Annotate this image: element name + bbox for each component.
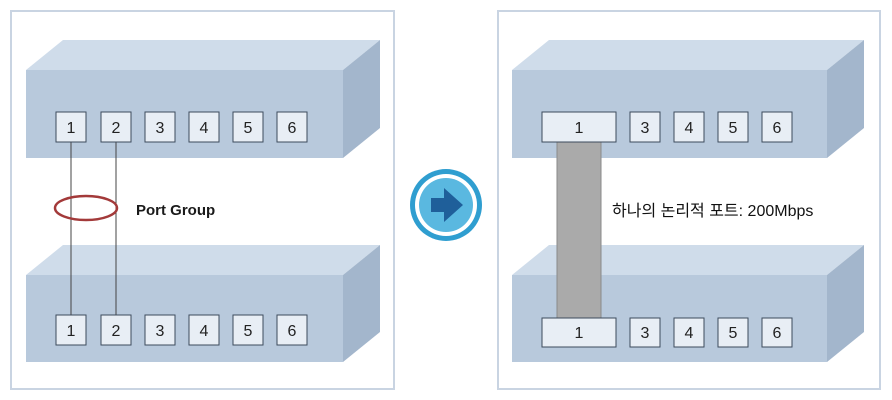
left-bottom-ports: 1 2 3 4 5 6 — [55, 314, 308, 346]
port-label: 1 — [575, 325, 584, 342]
port-label: 5 — [244, 120, 253, 137]
port-group-ellipse — [53, 194, 119, 222]
port: 5 — [232, 111, 264, 143]
port-label: 3 — [641, 120, 650, 137]
port-label: 6 — [773, 325, 782, 342]
port: 5 — [717, 111, 749, 143]
port: 6 — [761, 111, 793, 143]
port: 5 — [232, 314, 264, 346]
port: 6 — [276, 314, 308, 346]
port-label: 4 — [685, 325, 694, 342]
port: 6 — [276, 111, 308, 143]
port-label: 4 — [685, 120, 694, 137]
port: 2 — [100, 314, 132, 346]
port: 4 — [673, 111, 705, 143]
port-label: 4 — [200, 120, 209, 137]
switch-top-face — [26, 245, 380, 275]
port: 4 — [673, 317, 705, 348]
port-label: 4 — [200, 323, 209, 340]
wide-port: 1 — [541, 317, 617, 348]
port-label: 6 — [288, 120, 297, 137]
port-label: 2 — [112, 120, 121, 137]
switch-side-face — [343, 245, 380, 362]
right-arrow-icon — [410, 169, 482, 241]
port-label: 3 — [641, 325, 650, 342]
port: 5 — [717, 317, 749, 348]
port: 1 — [55, 111, 87, 143]
port: 3 — [144, 314, 176, 346]
port: 4 — [188, 111, 220, 143]
right-top-ports: 1 3 4 5 6 — [541, 111, 793, 143]
port-label: 3 — [156, 323, 165, 340]
aggregate-label: 하나의 논리적 포트: 200Mbps — [612, 202, 813, 220]
switch-side-face — [827, 245, 864, 362]
port-label: 5 — [729, 325, 738, 342]
switch-side-face — [343, 40, 380, 158]
switch-top-face — [512, 40, 864, 70]
port-label: 5 — [729, 120, 738, 137]
port-label: 3 — [156, 120, 165, 137]
left-panel: Port Group 1 2 3 4 5 — [10, 10, 395, 390]
port: 3 — [629, 111, 661, 143]
right-bottom-ports: 1 3 4 5 6 — [541, 317, 793, 348]
port: 2 — [100, 111, 132, 143]
port-label: 6 — [773, 120, 782, 137]
left-top-ports: 1 2 3 4 5 6 — [55, 111, 308, 143]
port-group-label: Port Group — [136, 202, 215, 219]
port: 3 — [144, 111, 176, 143]
port-label: 1 — [67, 323, 76, 340]
wide-port: 1 — [541, 111, 617, 143]
port-label: 2 — [112, 323, 121, 340]
aggregated-trunk-link — [556, 141, 602, 319]
port-label: 1 — [575, 120, 584, 137]
port: 4 — [188, 314, 220, 346]
port: 3 — [629, 317, 661, 348]
port: 6 — [761, 317, 793, 348]
port-label: 6 — [288, 323, 297, 340]
port: 1 — [55, 314, 87, 346]
switch-side-face — [827, 40, 864, 158]
switch-top-face — [26, 40, 380, 70]
right-panel: 하나의 논리적 포트: 200Mbps 1 3 4 5 6 — [497, 10, 881, 390]
port-label: 5 — [244, 323, 253, 340]
port-label: 1 — [67, 120, 76, 137]
